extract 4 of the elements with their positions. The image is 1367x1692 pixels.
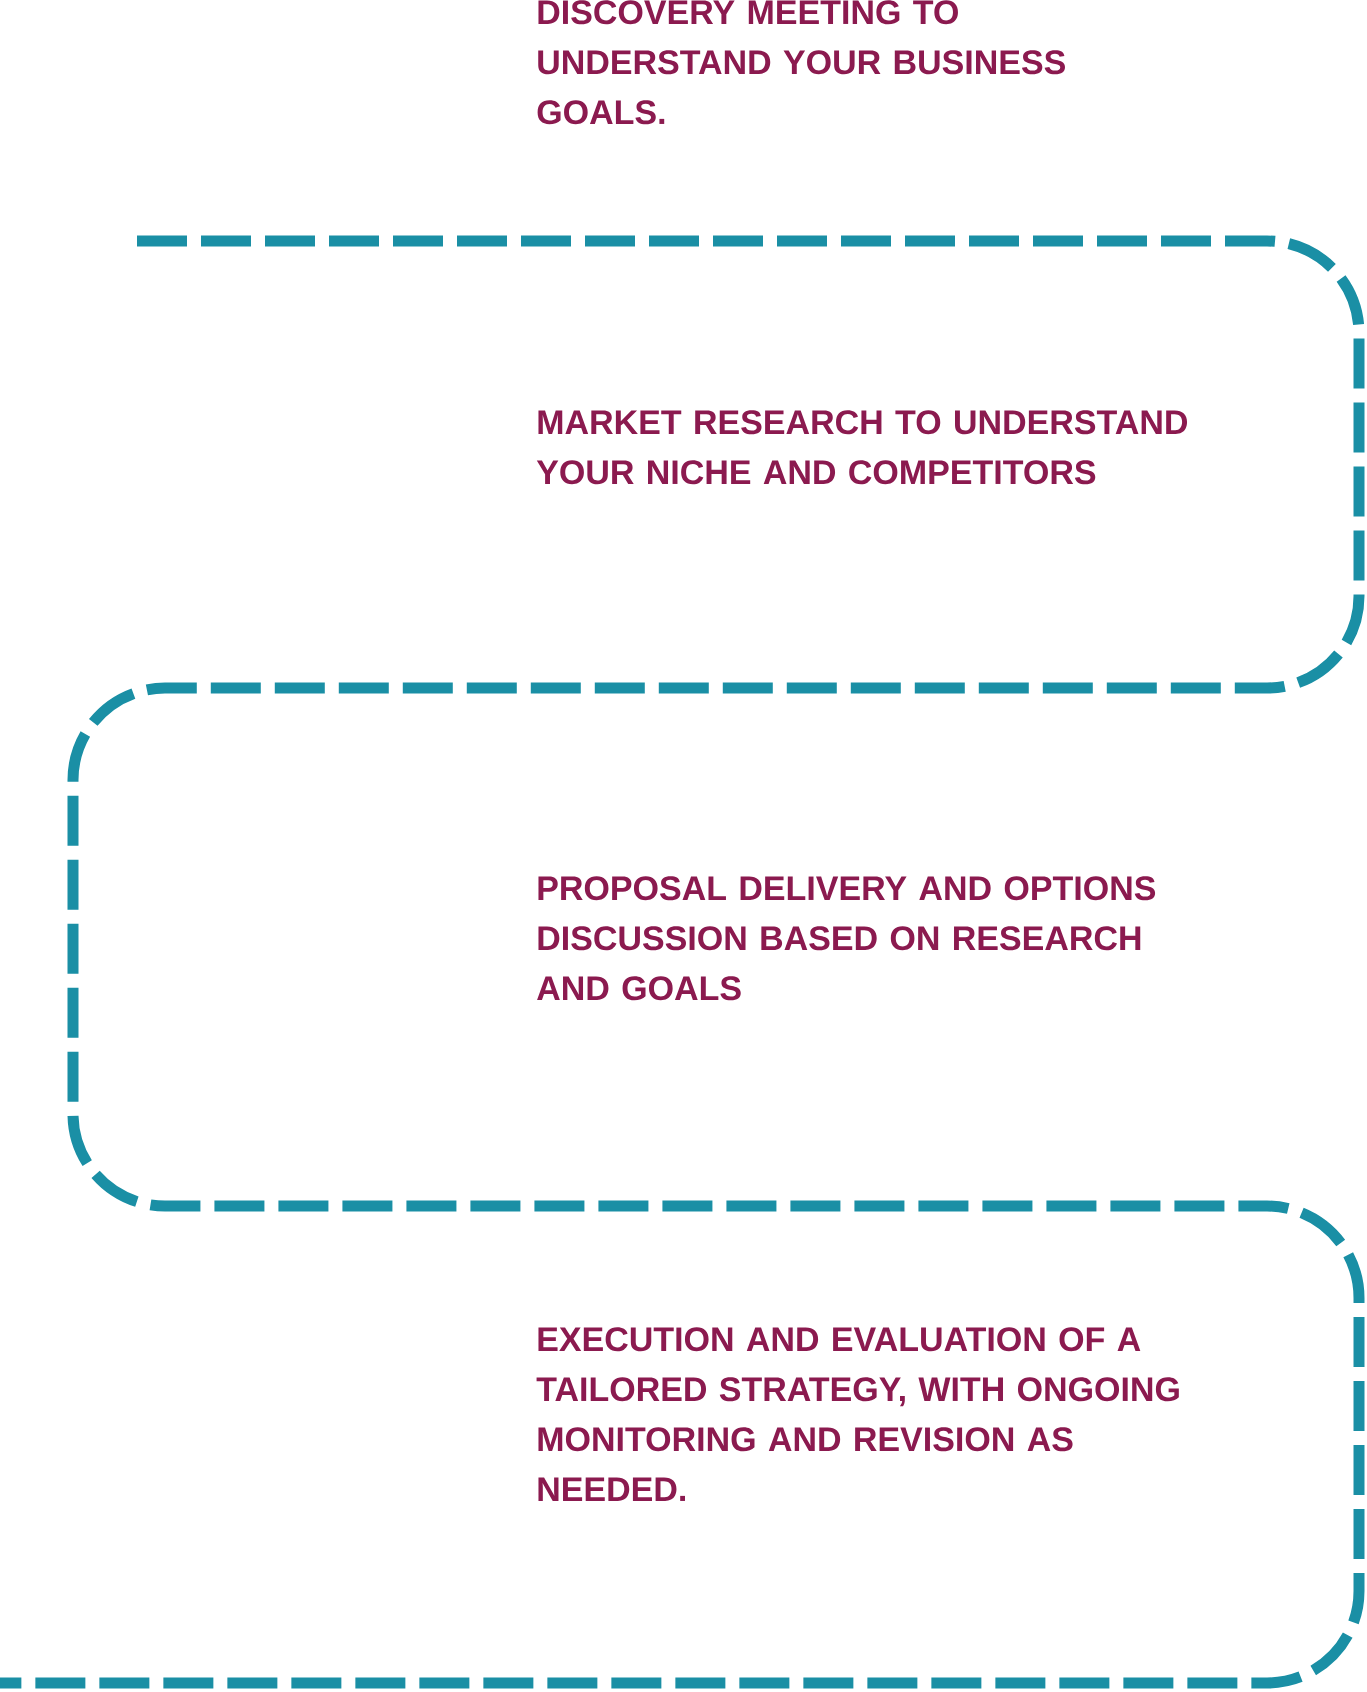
step-text: EXECUTION AND EVALUATION OF A TAILORED STRATEGY, WITH ONGOING MONITORING AND REVISION AS NEEDED. — [536, 1327, 1179, 1501]
step-text: DISCOVERY MEETING TO UNDERSTAND YOUR BUSINESS GOALS. — [537, 0, 1065, 125]
step-text: PROPOSAL DELIVERY AND OPTIONS DISCUSSION BASED ON RESEARCH AND GOALS — [537, 876, 1156, 1001]
step-text: MARKET RESEARCH TO UNDERSTAND YOUR NICHE AND COMPETITORS — [536, 410, 1188, 485]
